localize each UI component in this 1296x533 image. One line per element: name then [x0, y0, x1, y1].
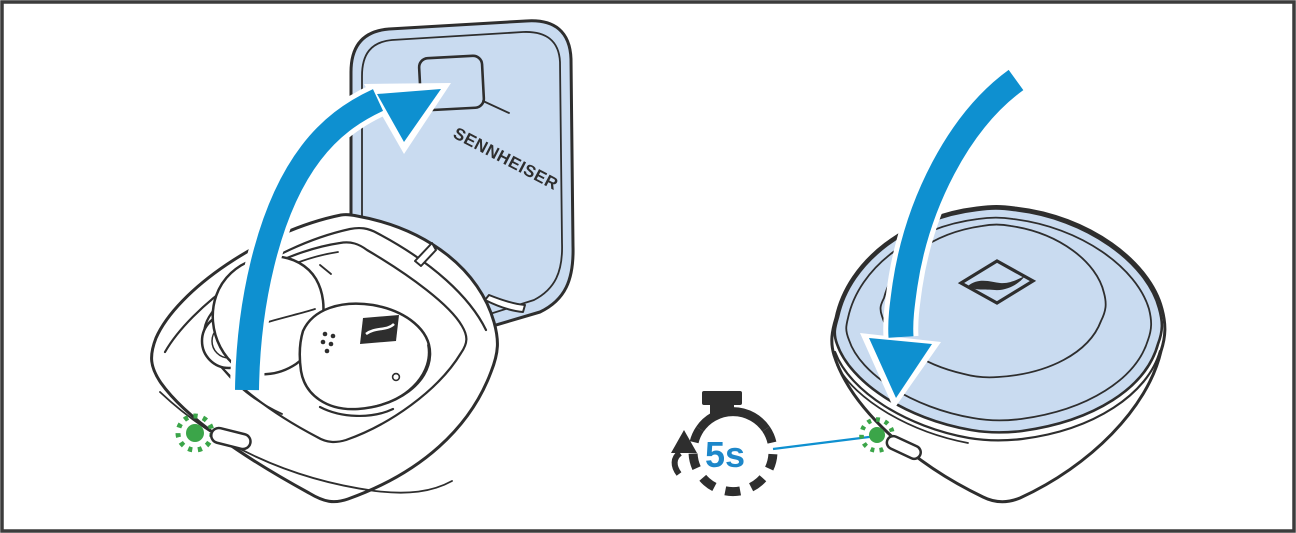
logo-swoosh	[365, 323, 395, 336]
usb-c-port	[210, 426, 252, 451]
lid-seam-line	[833, 349, 1162, 442]
lid-latch-fold-line	[482, 100, 510, 114]
press-hold-arrow-tail	[671, 450, 682, 476]
earbud-left-notch	[319, 264, 332, 275]
earbud-sensor-dot	[391, 372, 401, 382]
stopwatch-crown-cap	[702, 391, 742, 405]
open-lid-arrow-icon	[230, 83, 451, 391]
panel-close-case: 5s	[671, 65, 1167, 504]
sennheiser-logo-icon	[957, 259, 1037, 305]
earbud-right-hook	[318, 405, 395, 418]
stopwatch-icon: 5s	[671, 391, 778, 497]
panel-open-case: SENNHEISER	[150, 19, 575, 504]
earbud-mic-holes	[320, 331, 336, 354]
press-hold-arrow-icon	[671, 430, 697, 453]
close-lid-arrow-icon	[860, 65, 1027, 409]
lid-hinge-tab	[414, 242, 437, 267]
case-front-seam	[159, 391, 453, 494]
stopwatch-dashed-arc	[688, 426, 778, 497]
earbud-right-rim	[371, 344, 430, 408]
lid-seam-line-2	[836, 364, 969, 444]
timer-label: 5s	[705, 434, 745, 475]
usb-c-port	[885, 434, 922, 461]
earbud-right-body	[298, 302, 432, 411]
stopwatch-solid-arc	[696, 407, 770, 432]
lid-hinge-tab	[484, 294, 526, 313]
